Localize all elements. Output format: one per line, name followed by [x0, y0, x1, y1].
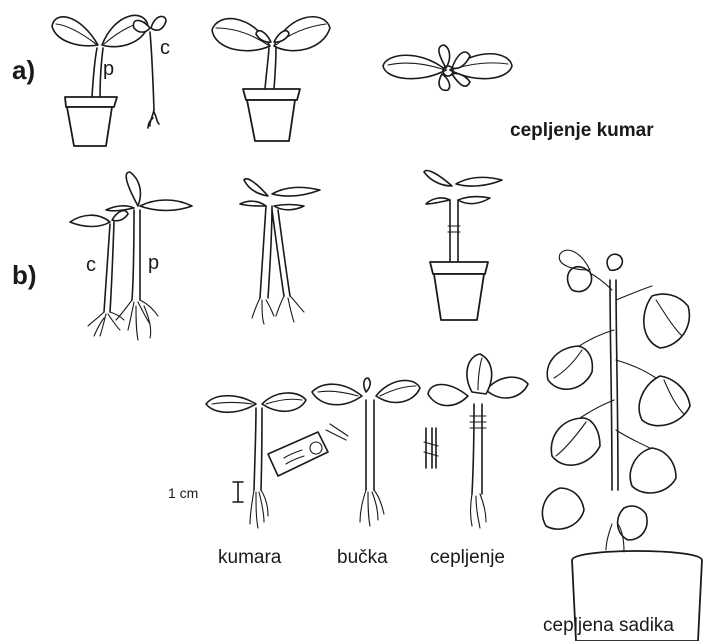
marker-c-row-b: c: [86, 255, 96, 275]
figure-title: cepljenje kumar: [510, 121, 654, 140]
marker-c-row-a: c: [160, 38, 170, 58]
step-cutting-knife: [268, 424, 348, 476]
row-b-joined-seedlings: [240, 179, 320, 324]
caption-cepljenje: cepljenje: [430, 548, 505, 567]
row-a-rootstock-seedling-in-pot: [52, 15, 148, 146]
row-a-top-view-seedling: [383, 45, 512, 90]
caption-cepljena-sadika: cepljena sadika: [543, 616, 674, 635]
row-a-grafted-plant-in-pot: [212, 17, 330, 141]
caption-bucka: bučka: [337, 548, 388, 567]
marker-p-row-a: p: [103, 59, 114, 79]
step-grafted-plant-in-pot: [542, 250, 702, 641]
scale-bar: [233, 482, 243, 502]
caption-kumara: kumara: [218, 548, 281, 567]
scale-label: 1 cm: [168, 486, 198, 500]
step-clip-detail: [424, 428, 438, 468]
step-cepljenje-seedling: [428, 354, 528, 528]
row-a-label: a): [12, 57, 35, 83]
step-kumara-seedling: [206, 393, 306, 528]
row-b-grafted-seedling-in-pot: [424, 171, 502, 320]
marker-p-row-b: p: [148, 253, 159, 273]
row-b-label: b): [12, 262, 37, 288]
